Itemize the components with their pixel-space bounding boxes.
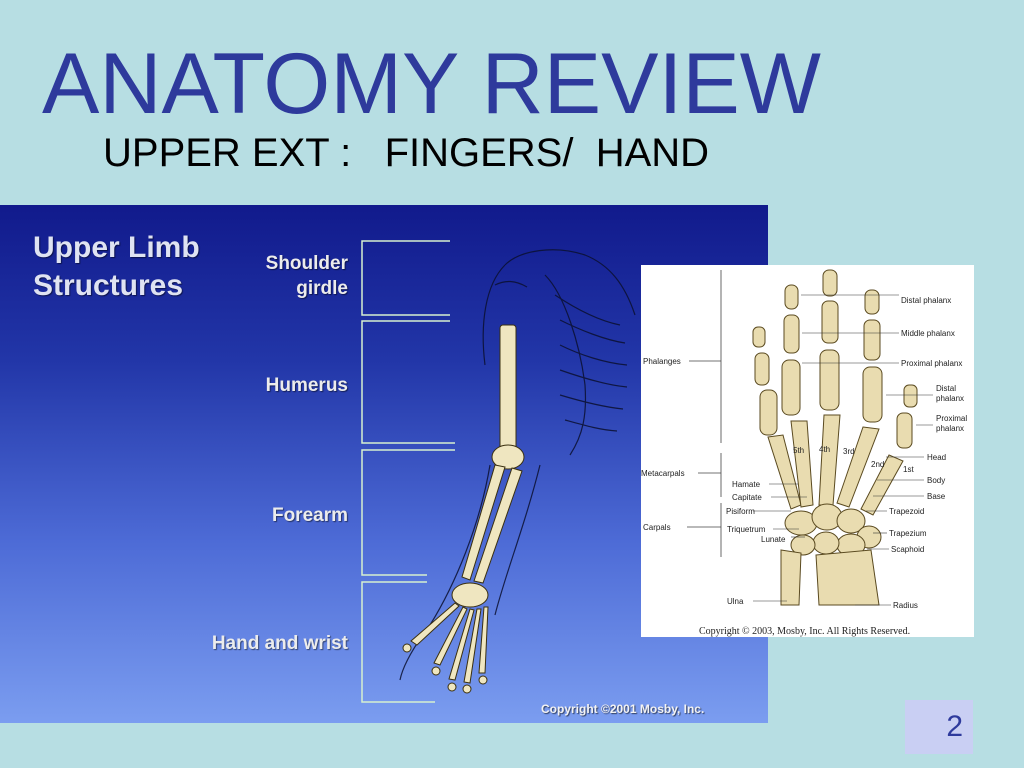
diagram-labels: Phalanges Metacarpals Carpals Hamate Cap… <box>641 296 967 610</box>
region-label-forearm: Forearm <box>271 505 348 526</box>
grouping-brackets <box>687 270 722 557</box>
arm-bones <box>402 324 525 694</box>
arm-skeleton-illustration <box>361 240 636 703</box>
label-trapezoid: Trapezoid <box>889 507 924 516</box>
finger-bones <box>752 269 918 606</box>
diagram-copyright: Copyright © 2003, Mosby, Inc. All Rights… <box>699 626 911 637</box>
hand-skeleton-illustration: Phalanges Metacarpals Carpals Hamate Cap… <box>641 269 967 610</box>
label-lunate: Lunate <box>761 535 786 544</box>
label-phalanges: Phalanges <box>643 357 681 366</box>
hand-bones-diagram: Phalanges Metacarpals Carpals Hamate Cap… <box>641 265 974 637</box>
label-hamate: Hamate <box>732 480 761 489</box>
label-capitate: Capitate <box>732 493 762 502</box>
region-label-hand-and-wrist: Hand and wrist <box>211 633 348 654</box>
label-carpals: Carpals <box>643 523 671 532</box>
slide-number: 2 <box>905 700 973 754</box>
label-thumb-distal-phalanx-line1: Distal <box>936 384 956 393</box>
label-digit-4th: 4th <box>819 445 830 454</box>
label-digit-2nd: 2nd <box>871 460 884 469</box>
label-proximal-phalanx: Proximal phalanx <box>901 359 962 368</box>
label-radius: Radius <box>893 601 918 610</box>
label-distal-phalanx: Distal phalanx <box>901 296 951 305</box>
label-thumb-distal-phalanx-line2: phalanx <box>936 394 964 403</box>
figure-copyright: Copyright ©2001 Mosby, Inc. <box>541 702 705 716</box>
label-ulna: Ulna <box>727 597 744 606</box>
slide-title: ANATOMY REVIEW <box>42 36 821 132</box>
label-triquetrum: Triquetrum <box>727 525 766 534</box>
region-label-humerus: Humerus <box>265 375 348 396</box>
label-base: Base <box>927 492 946 501</box>
leader-lines <box>753 294 933 606</box>
label-head: Head <box>927 453 946 462</box>
body-outline <box>399 249 636 681</box>
slide-subtitle: UPPER EXT : FINGERS/ HAND <box>103 131 710 175</box>
label-digit-5th: 5th <box>793 446 804 455</box>
label-pisiform: Pisiform <box>726 507 755 516</box>
upper-limb-figure: Upper Limb Structures Shoulder girdle Hu… <box>0 205 768 723</box>
region-label-shoulder-girdle: Shoulder girdle <box>265 253 348 299</box>
label-digit-3rd: 3rd <box>843 447 855 456</box>
label-trapezium: Trapezium <box>889 529 927 538</box>
label-middle-phalanx: Middle phalanx <box>901 329 955 338</box>
label-thumb-proximal-phalanx-line1: Proximal <box>936 414 967 423</box>
label-digit-1st: 1st <box>903 465 914 474</box>
label-thumb-proximal-phalanx-line2: phalanx <box>936 424 964 433</box>
label-scaphoid: Scaphoid <box>891 545 924 554</box>
label-body: Body <box>927 476 945 485</box>
label-metacarpals: Metacarpals <box>641 469 685 478</box>
region-brackets <box>361 240 455 703</box>
figure-title: Upper Limb Structures <box>33 231 200 302</box>
